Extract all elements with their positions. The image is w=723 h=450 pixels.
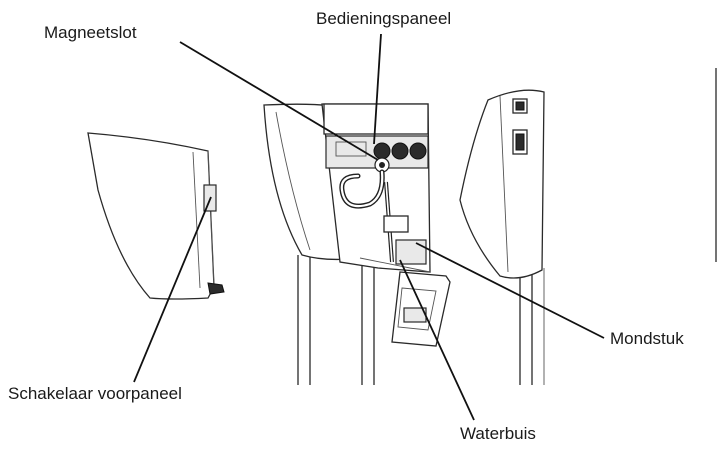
leader-magneetslot [179, 41, 379, 161]
leader-mondstuk [415, 242, 605, 339]
label-bedieningspaneel: Bedieningspaneel [316, 9, 452, 28]
label-magneetslot: Magneetslot [44, 23, 137, 42]
label-mondstuk: Mondstuk [610, 329, 684, 348]
leader-lines [133, 33, 605, 421]
leader-waterbuis [399, 259, 475, 421]
leader-schakelaar [133, 196, 212, 383]
control-section [321, 103, 431, 273]
stand-posts [297, 255, 545, 385]
label-waterbuis: Waterbuis [460, 424, 536, 443]
leader-bedieningspaneel [373, 33, 382, 145]
label-schakelaar-voorpaneel: Schakelaar voorpaneel [8, 384, 182, 403]
drip-tray [391, 271, 451, 347]
machine-right-housing [459, 89, 545, 279]
